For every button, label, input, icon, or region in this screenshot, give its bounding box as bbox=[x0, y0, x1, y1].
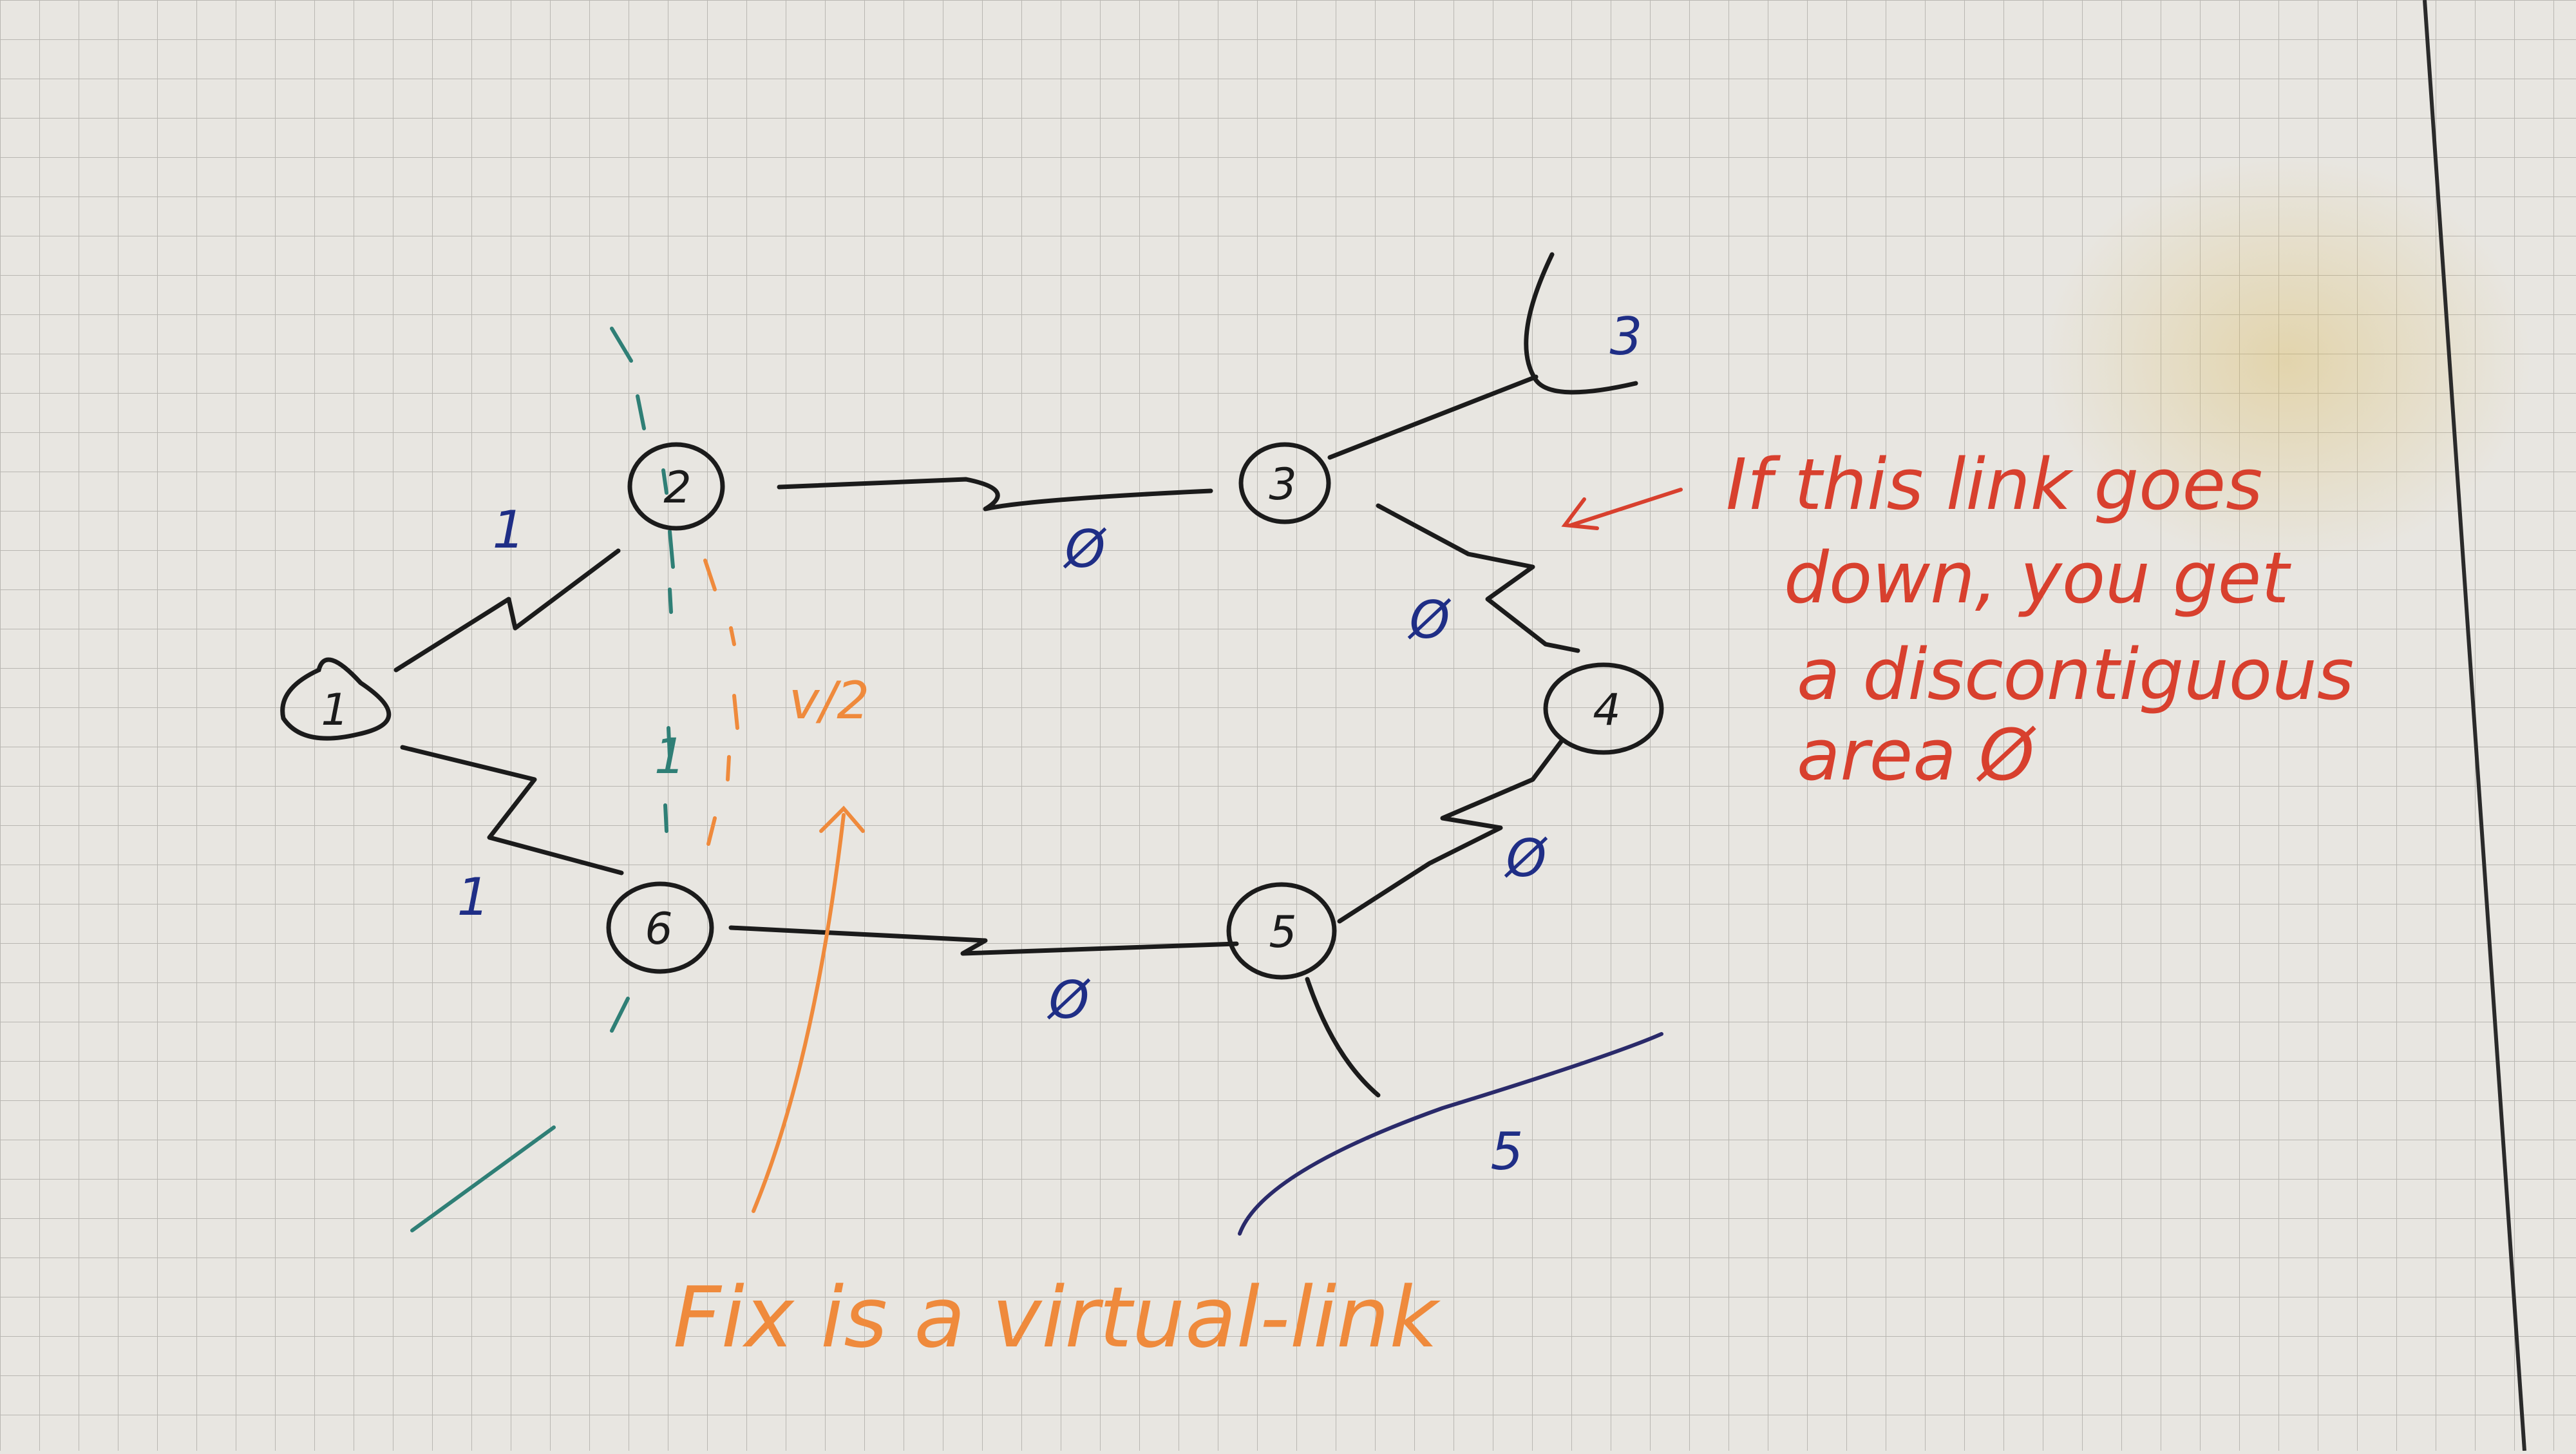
link-r1-r2 bbox=[393, 548, 621, 673]
link-r2-r3 bbox=[777, 477, 1213, 512]
fix-note: Fix is a virtual-link bbox=[673, 1268, 1441, 1366]
fix-arrow-head bbox=[819, 805, 865, 833]
area-label-5: 5 bbox=[1491, 1122, 1524, 1181]
area-label-1-top: 1 bbox=[493, 500, 526, 560]
failure-note-line-3: a discontiguous bbox=[1797, 633, 2354, 716]
router-r5 bbox=[1226, 882, 1337, 980]
fix-arrow bbox=[752, 813, 846, 1213]
area-label-link-2-3: Ø bbox=[1063, 519, 1107, 579]
area-label-link-6-5: Ø bbox=[1047, 970, 1091, 1030]
area-label-3: 3 bbox=[1610, 307, 1643, 367]
failure-note-line-1: If this link goes bbox=[1726, 443, 2262, 526]
area-label-1-left: 1 bbox=[457, 867, 490, 927]
area-label-1-mid: 1 bbox=[654, 727, 685, 785]
router-r3-label: 3 bbox=[1269, 459, 1296, 510]
link-r3-r4 bbox=[1376, 503, 1580, 653]
router-r2 bbox=[627, 442, 725, 531]
link-r4-r5 bbox=[1337, 738, 1564, 924]
failure-note-line-4: area Ø bbox=[1797, 714, 2036, 796]
link-r5-area5 bbox=[1305, 977, 1381, 1098]
router-r3 bbox=[1238, 442, 1331, 524]
router-r4 bbox=[1543, 662, 1664, 755]
area-label-link-4-5: Ø bbox=[1504, 828, 1548, 888]
area5-boundary bbox=[1238, 1032, 1663, 1236]
router-r6 bbox=[606, 881, 714, 974]
coffee-stain bbox=[2041, 155, 2531, 567]
link-r1-r6 bbox=[400, 745, 624, 875]
failure-note-line-2: down, you get bbox=[1784, 537, 2291, 619]
area-label-link-3-4: Ø bbox=[1408, 590, 1452, 650]
virtual-link-path bbox=[703, 559, 739, 846]
link-r6-r5 bbox=[728, 925, 1239, 956]
router-r6-label: 6 bbox=[645, 904, 672, 955]
failure-arrow bbox=[1561, 488, 1683, 530]
router-r1-label: 1 bbox=[321, 685, 348, 736]
area1-boundary bbox=[410, 327, 675, 1232]
router-r5-label: 5 bbox=[1269, 907, 1296, 958]
router-r2-label: 2 bbox=[663, 463, 691, 513]
virtual-marker: v/2 bbox=[789, 671, 869, 731]
area3-boundary bbox=[1524, 252, 1638, 395]
link-r3-area3 bbox=[1327, 374, 1539, 460]
page-margin-line bbox=[2423, 0, 2526, 1451]
router-r1 bbox=[280, 657, 392, 741]
router-r4-label: 4 bbox=[1593, 685, 1620, 736]
